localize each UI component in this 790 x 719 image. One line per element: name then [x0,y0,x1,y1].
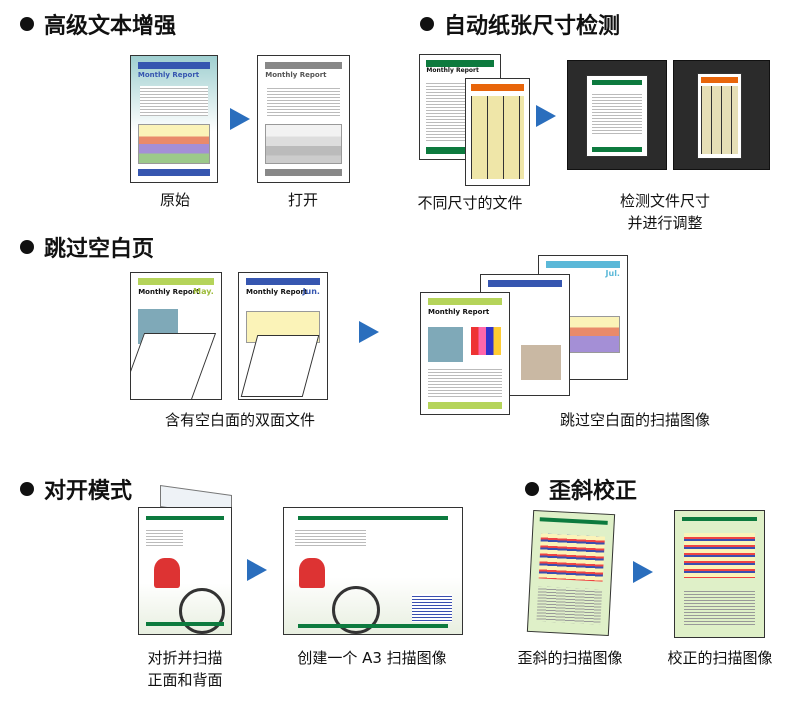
heading-skip-blank: 跳过空白页 [20,231,154,263]
heading-text: 自动纸张尺寸检测 [444,14,621,39]
heading-text: 跳过空白页 [44,237,155,262]
label-different-sizes: 不同尺寸的文件 [417,194,523,212]
label-fold-line1: 对折并扫描 [147,649,223,667]
corrected-document [674,510,765,638]
duplex-document-jun: Monthly Report Jun. [238,272,328,400]
doc-title: Monthly Report [426,67,479,74]
opened-document: Monthly Report [257,55,350,183]
doc-title: Monthly Report [137,71,200,79]
arrow-icon [359,321,379,343]
heading-auto-size: 自动纸张尺寸检测 [420,8,620,40]
heading-deskew: 歪斜校正 [525,473,637,505]
bullet-icon [420,17,434,31]
bullet-icon [20,240,34,254]
label-create-a3: 创建一个 A3 扫描图像 [297,649,447,667]
heading-text: 歪斜校正 [549,479,638,504]
small-document [465,78,530,186]
duplex-document-may: Monthly Report May. [130,272,222,400]
label-original: 原始 [159,191,190,209]
month-label: May. [193,287,214,296]
doc-title: Monthly Report [428,308,490,316]
arrow-icon [633,561,653,583]
a3-document [283,507,463,635]
scan-preview-large [567,60,667,170]
heading-text: 高级文本增强 [44,14,177,39]
heading-text: 对开模式 [44,479,133,504]
original-document: Monthly Report [130,55,218,183]
bullet-icon [20,482,34,496]
doc-title: Monthly Report [138,288,200,296]
label-skip-result: 跳过空白面的扫描图像 [559,411,710,429]
label-detect-line2: 并进行调整 [627,214,703,232]
heading-text-enhance: 高级文本增强 [20,8,176,40]
arrow-icon [247,559,267,581]
doc-title: Monthly Report [246,288,308,296]
month-label: Jun. [302,287,320,296]
label-skewed: 歪斜的扫描图像 [517,649,623,667]
scanned-page-may: Monthly Report [420,292,510,415]
label-duplex: 含有空白面的双面文件 [164,411,315,429]
bullet-icon [20,17,34,31]
month-label: Jul. [605,269,620,278]
skewed-document [526,509,616,637]
bullet-icon [525,482,539,496]
label-detect-line1: 检测文件尺寸 [619,192,710,210]
doc-title: Monthly Report [265,71,327,79]
label-corrected: 校正的扫描图像 [667,649,773,667]
arrow-icon [536,105,556,127]
heading-folio: 对开模式 [20,473,132,505]
label-opened: 打开 [287,191,318,209]
folded-document [138,507,232,635]
label-fold-line2: 正面和背面 [147,671,223,689]
arrow-icon [230,108,250,130]
scan-preview-small [673,60,770,170]
